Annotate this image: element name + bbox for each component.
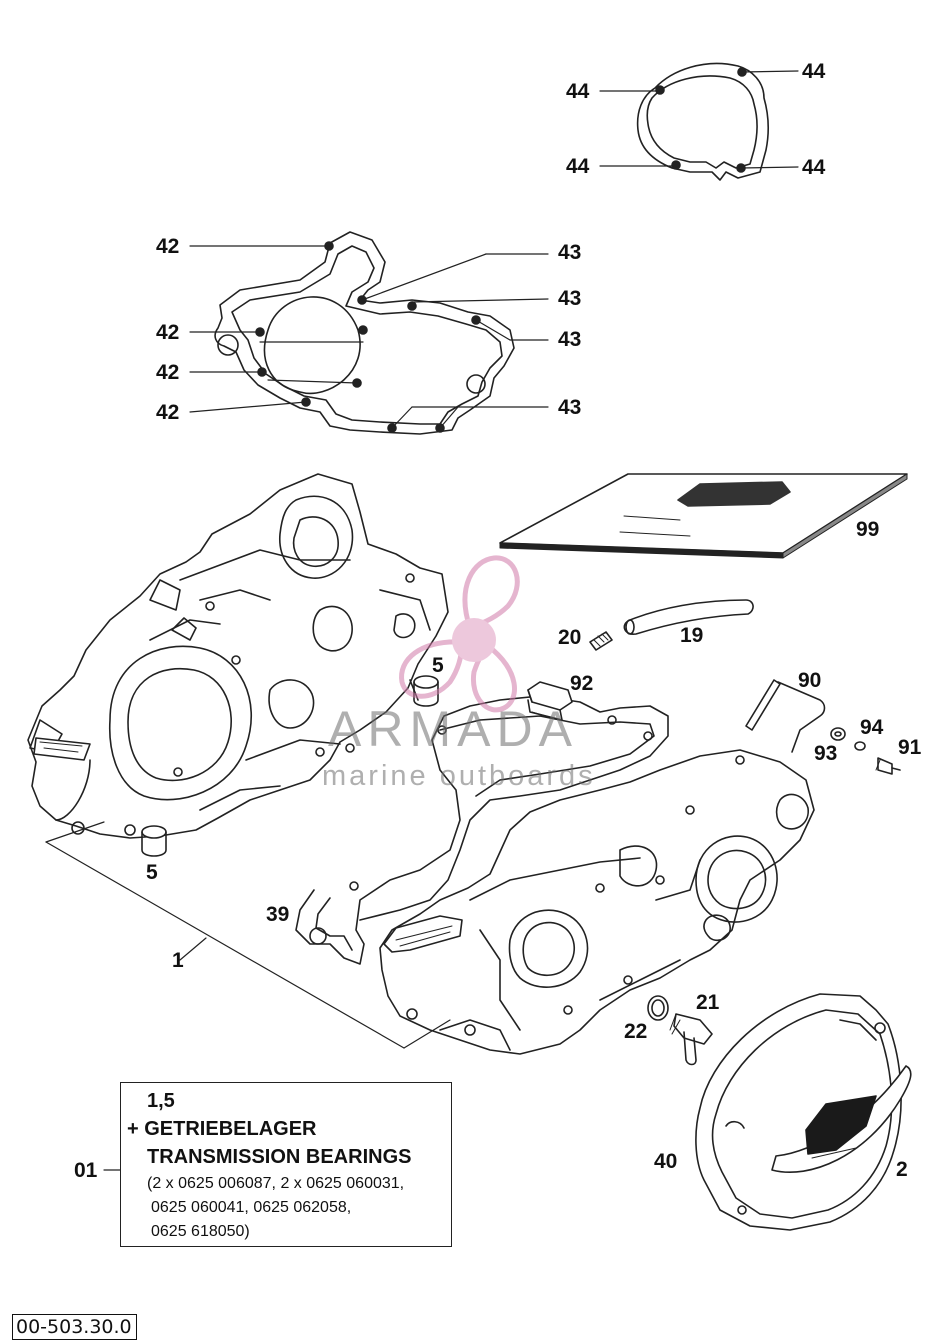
callout-44: 44: [566, 80, 590, 103]
kit-part-numbers-line: (2 x 0625 006087, 2 x 0625 060031,: [147, 1175, 405, 1192]
watermark-brand-name: ARMADA: [328, 701, 578, 757]
document-code: 00-503.30.0: [12, 1314, 137, 1340]
callout-92: 92: [570, 672, 594, 695]
callout-99: 99: [856, 518, 880, 541]
oring-94: [854, 741, 866, 751]
screw-91: [875, 757, 901, 775]
callout-2: 2: [896, 1158, 908, 1181]
fitting-20: [589, 631, 613, 651]
right-crankcase-half: [379, 749, 815, 1055]
washer-93: [830, 727, 846, 741]
kit-part-numbers-line: 0625 060041, 0625 062058,: [151, 1199, 352, 1216]
callout-93: 93: [814, 742, 838, 765]
callout-43: 43: [558, 241, 582, 264]
callout-94: 94: [860, 716, 884, 739]
callout-22: 22: [624, 1020, 648, 1043]
callout-42: 42: [156, 235, 180, 258]
leader-lines-42-43: [189, 245, 549, 429]
callout-43: 43: [558, 396, 582, 419]
leader-lines-44: [599, 70, 799, 169]
clutch-cover-2: [711, 1009, 912, 1219]
clutch-cover-gasket-40: [695, 993, 902, 1231]
callout-44: 44: [566, 155, 590, 178]
drain-plug-21: [669, 1013, 713, 1066]
bushing-5-top: [413, 675, 439, 707]
kit-german-title: + GETRIEBELAGER: [127, 1118, 317, 1140]
callout-20: 20: [558, 626, 582, 649]
callout-90: 90: [798, 669, 822, 692]
callout-42: 42: [156, 361, 180, 384]
watermark-propeller-icon: [399, 555, 520, 713]
plate-92: [527, 681, 573, 721]
crankcase-gasket: [214, 231, 515, 435]
kit-parts-line: 1,5: [147, 1090, 175, 1112]
callout-43: 43: [558, 328, 582, 351]
callout-39: 39: [266, 903, 290, 926]
watermark-tagline: marine outboards: [322, 760, 596, 792]
ignition-cover-gasket: [636, 62, 769, 181]
callout-40: 40: [654, 1150, 678, 1173]
callout-44: 44: [802, 60, 826, 83]
callout-43: 43: [558, 287, 582, 310]
callout-5: 5: [146, 861, 158, 884]
clip-90: [745, 679, 826, 753]
callout-01: 01: [74, 1159, 98, 1182]
ktm-logo-icon: [677, 481, 791, 507]
callout-91: 91: [898, 736, 922, 759]
ktm-racing-logo-icon: [805, 1095, 877, 1155]
callout-42: 42: [156, 401, 180, 424]
gasket-set-package: [499, 473, 908, 559]
callout-44: 44: [802, 156, 826, 179]
seal-ring-22: [647, 995, 669, 1021]
kit-part-numbers-line: 0625 618050): [151, 1223, 250, 1240]
callout-5: 5: [432, 654, 444, 677]
kit-info-box: 1,5 + GETRIEBELAGER TRANSMISSION BEARING…: [120, 1082, 452, 1247]
leader-lines-assembly: [45, 821, 451, 1171]
callout-1: 1: [172, 949, 184, 972]
center-gasket: [295, 695, 669, 965]
callout-19: 19: [680, 624, 704, 647]
bushing-5-bottom: [141, 825, 167, 857]
kit-english-title: TRANSMISSION BEARINGS: [147, 1146, 412, 1168]
callout-42: 42: [156, 321, 180, 344]
hose-19: [623, 599, 754, 635]
callout-21: 21: [696, 991, 720, 1014]
